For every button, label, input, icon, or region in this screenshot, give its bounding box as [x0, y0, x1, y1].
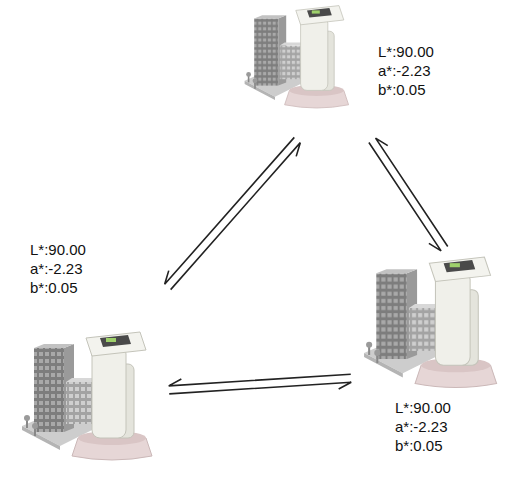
lab-value: a*:-2.23 — [30, 259, 86, 278]
lab-value: a*:-2.23 — [378, 61, 434, 80]
measuring-station: L*:90.00a*:-2.23b*:0.05 — [15, 235, 165, 470]
transfer-arrow — [376, 138, 448, 246]
transfer-arrow — [169, 374, 351, 386]
lab-value: L*:90.00 — [395, 398, 451, 417]
measuring-station: L*:90.00a*:-2.23b*:0.05 — [238, 2, 470, 137]
color-readout: L*:90.00a*:-2.23b*:0.05 — [378, 42, 434, 99]
color-readout: L*:90.00a*:-2.23b*:0.05 — [395, 398, 451, 455]
measuring-station: L*:90.00a*:-2.23b*:0.05 — [355, 252, 513, 477]
transfer-arrow — [165, 137, 295, 284]
lab-value: L*:90.00 — [30, 240, 86, 259]
lab-value: b*:0.05 — [395, 436, 451, 455]
lab-value: L*:90.00 — [378, 42, 434, 61]
lab-value: a*:-2.23 — [395, 417, 451, 436]
lab-value: b*:0.05 — [30, 278, 86, 297]
color-readout: L*:90.00a*:-2.23b*:0.05 — [30, 240, 86, 297]
transfer-arrow — [171, 143, 301, 290]
transfer-arrow — [369, 143, 441, 251]
lab-value: b*:0.05 — [378, 80, 434, 99]
